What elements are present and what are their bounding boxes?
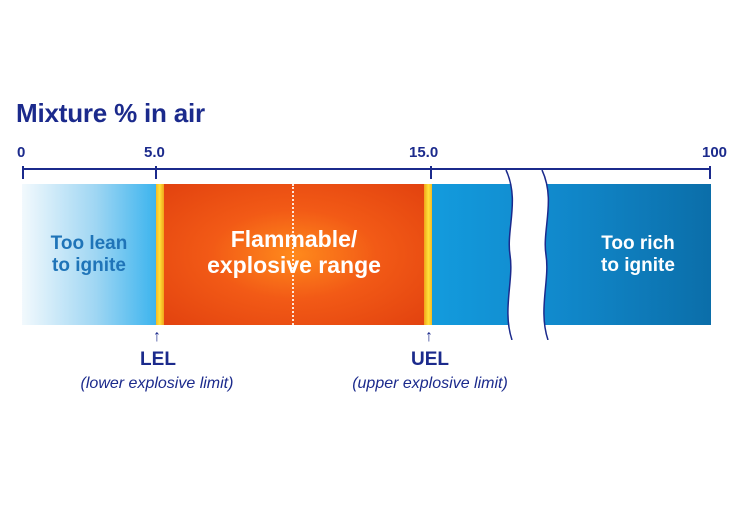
lel-label: LEL [140, 349, 176, 370]
flammable-line1: Flammable/ [230, 226, 358, 252]
lel-description: (lower explosive limit) [80, 375, 234, 392]
too-lean-label: Too lean to ignite [22, 233, 156, 277]
too-lean-line2: to ignite [52, 254, 126, 276]
scale-label-100: 100 [702, 144, 728, 161]
scale-label-5: 5.0 [144, 144, 165, 161]
lel-arrow-icon: ↑ [153, 328, 161, 345]
too-rich-line2: to ignite [601, 254, 675, 276]
scale-axis-line [22, 168, 711, 170]
uel-label: UEL [411, 349, 449, 370]
flammable-segment [164, 184, 424, 325]
flammable-center-dotted-line [292, 184, 294, 325]
lel-boundary [156, 184, 164, 325]
uel-arrow-icon: ↑ [425, 328, 433, 345]
scale-break-icon [505, 170, 550, 340]
too-lean-line1: Too lean [50, 233, 128, 254]
flammable-line2: explosive range [207, 252, 381, 279]
too-rich-segment [432, 184, 711, 325]
scale-tick-15 [430, 166, 432, 179]
too-lean-segment [22, 184, 156, 325]
scale-tick-5 [155, 166, 157, 179]
scale-label-15: 15.0 [409, 144, 439, 161]
scale-tick-0 [22, 166, 24, 179]
scale-tick-100 [709, 166, 711, 179]
uel-description: (upper explosive limit) [352, 375, 508, 392]
flammable-label: Flammable/ explosive range [164, 226, 424, 279]
too-rich-label: Too rich to ignite [568, 233, 708, 277]
diagram-title: Mixture % in air [16, 98, 205, 128]
uel-boundary [424, 184, 432, 325]
too-rich-line1: Too rich [601, 233, 675, 254]
scale-label-0: 0 [17, 144, 26, 161]
